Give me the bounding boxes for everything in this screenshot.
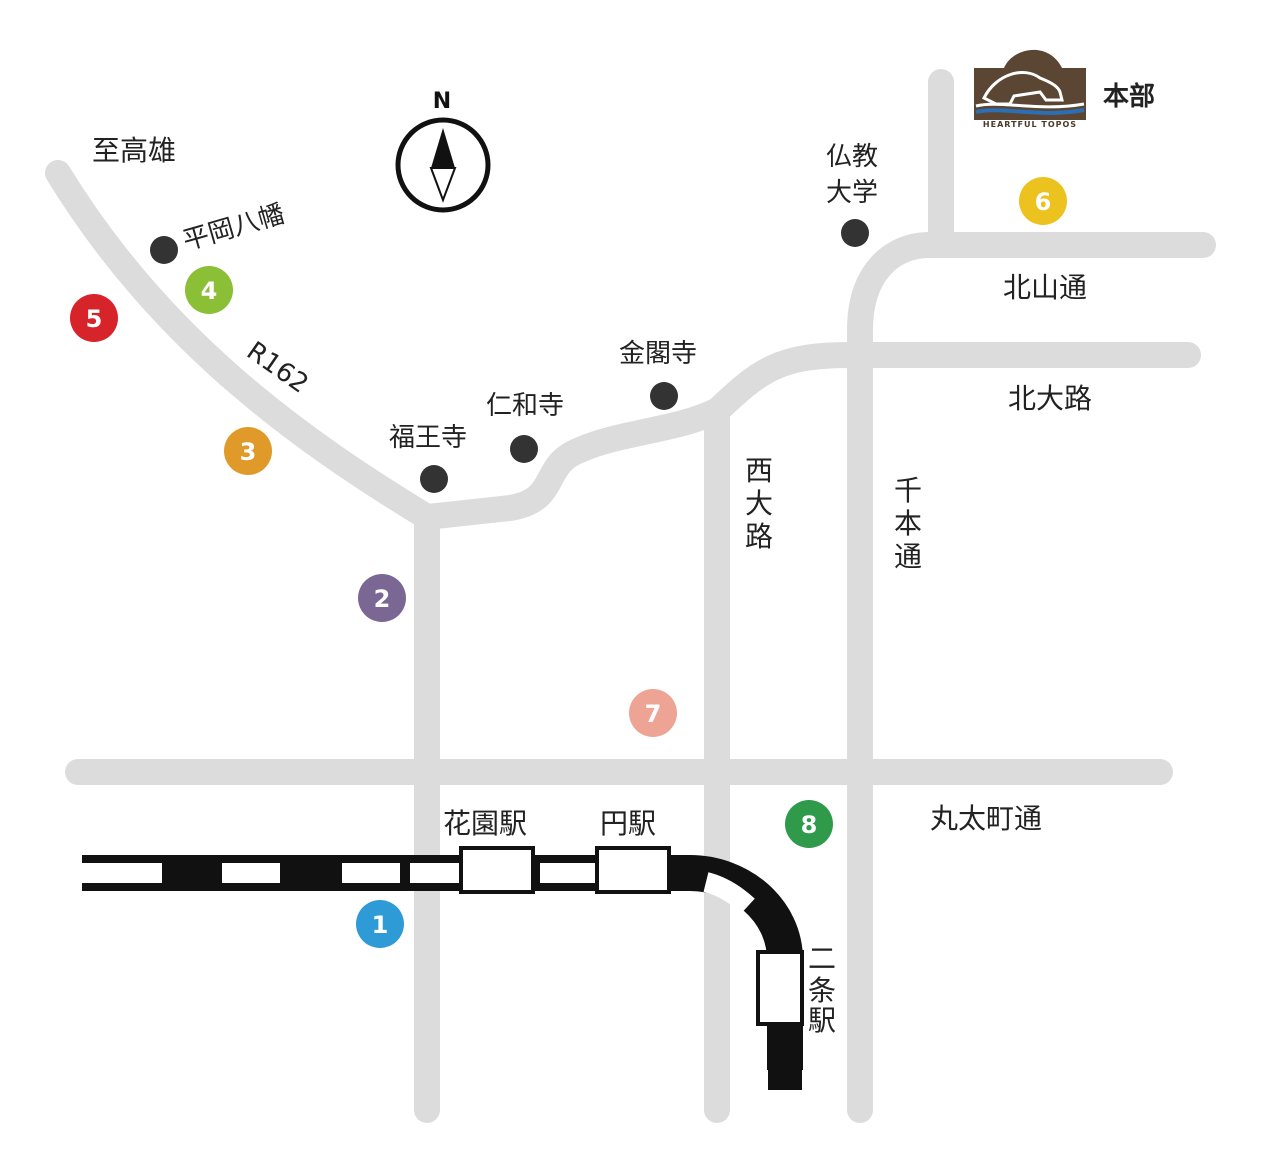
marker-8[interactable]: 8	[785, 800, 833, 848]
road-label-nishioji: 西 大 路	[745, 454, 773, 553]
landmark-fukuoji: 福王寺	[389, 423, 467, 453]
marker-circle	[785, 800, 833, 848]
svg-text:千: 千	[894, 474, 922, 507]
svg-text:本: 本	[894, 507, 922, 540]
station-label-hanazono: 花園駅	[443, 807, 527, 840]
road-label-marutamachi: 丸太町通	[930, 802, 1042, 835]
station-label-emmachi: 円駅	[600, 807, 656, 840]
landmark-dot	[510, 435, 538, 463]
marker-number: 7	[645, 700, 662, 728]
marker-number: 2	[374, 585, 391, 613]
marker-number: 1	[372, 911, 389, 939]
logo-dog-icon	[974, 49, 1086, 120]
road-label-kitayama: 北山通	[1003, 271, 1087, 304]
hq-logo: HEARTFUL TOPOS 本部	[974, 49, 1155, 129]
railway	[82, 855, 806, 1092]
landmark-dot	[150, 236, 178, 264]
svg-text:大: 大	[745, 487, 773, 520]
landmark-dot	[650, 382, 678, 410]
location-markers: 1 2 3 4 5 6 7 8	[70, 177, 1067, 948]
marker-circle	[358, 574, 406, 622]
svg-text:西: 西	[745, 454, 773, 487]
hq-label: 本部	[1103, 82, 1155, 112]
direction-to-takao: 至高雄	[92, 134, 176, 167]
landmark-dot	[420, 465, 448, 493]
marker-number: 3	[240, 438, 257, 466]
landmark-kinkakuji: 金閣寺	[619, 339, 697, 369]
svg-text:二: 二	[808, 942, 836, 975]
station-nijo-box	[756, 950, 804, 1026]
station-boxes	[459, 846, 804, 1026]
marker-4[interactable]: 4	[185, 266, 233, 314]
marker-7[interactable]: 7	[629, 689, 677, 737]
marker-1[interactable]: 1	[356, 900, 404, 948]
road-r162-connector	[414, 342, 863, 530]
marker-circle	[70, 294, 118, 342]
marker-number: 8	[801, 811, 818, 839]
svg-text:条: 条	[808, 974, 836, 1007]
logo-text: HEARTFUL TOPOS	[983, 120, 1077, 129]
station-emmachi-box	[595, 846, 671, 894]
compass-n-label: N	[433, 89, 451, 114]
landmark-bukkyo-1: 仏教	[826, 142, 878, 172]
marker-circle	[356, 900, 404, 948]
marker-5[interactable]: 5	[70, 294, 118, 342]
marker-3[interactable]: 3	[224, 427, 272, 475]
svg-text:路: 路	[745, 520, 773, 553]
road-kitayama	[847, 232, 1216, 1123]
landmark-dot	[841, 219, 869, 247]
station-hanazono-box	[459, 846, 535, 894]
marker-6[interactable]: 6	[1019, 177, 1067, 225]
roads	[45, 69, 1216, 1123]
station-label-nijo: 二 条 駅	[808, 942, 836, 1037]
road-label-kitaoji: 北大路	[1008, 382, 1092, 415]
marker-circle	[185, 266, 233, 314]
svg-text:通: 通	[894, 540, 922, 573]
marker-number: 4	[201, 277, 218, 305]
marker-number: 5	[86, 305, 103, 333]
marker-number: 6	[1035, 188, 1052, 216]
marker-circle	[629, 689, 677, 737]
landmark-ninnaji: 仁和寺	[486, 391, 564, 421]
marker-circle	[224, 427, 272, 475]
road-label-senbon: 千 本 通	[894, 474, 922, 573]
road-r162	[45, 160, 440, 530]
svg-text:駅: 駅	[808, 1004, 836, 1037]
landmark-bukkyo-2: 大学	[826, 178, 878, 208]
landmark-hiraoka: 平岡八幡	[180, 199, 288, 257]
compass-needle-icon	[431, 128, 455, 168]
marker-2[interactable]: 2	[358, 574, 406, 622]
marker-circle	[1019, 177, 1067, 225]
compass: N	[395, 89, 491, 213]
